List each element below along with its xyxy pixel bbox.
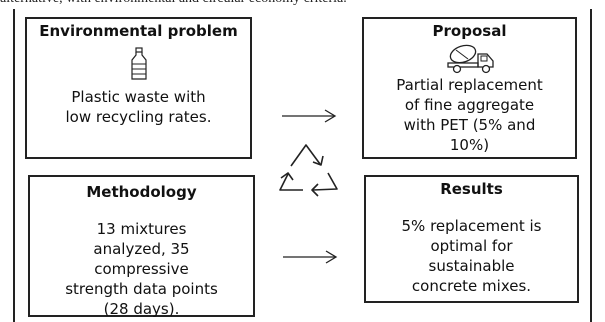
results-line-1: 5% replacement is: [401, 217, 542, 235]
environmental-problem-line-2: low recycling rates.: [65, 108, 212, 126]
concrete-mixer-truck-icon: [446, 44, 494, 74]
results-line-3: sustainable: [428, 257, 515, 275]
results-line-4: concrete mixes.: [411, 277, 532, 295]
environmental-problem-box: Environmental problem Plastic waste with…: [25, 17, 252, 159]
proposal-line-4: 10%): [449, 136, 490, 154]
proposal-title: Proposal: [432, 22, 507, 40]
environmental-problem-title: Environmental problem: [39, 22, 238, 40]
proposal-line-2: of fine aggregate: [404, 96, 535, 114]
environmental-problem-line-1: Plastic waste with: [71, 88, 206, 106]
methodology-box: Methodology 13 mixtures analyzed, 35 com…: [28, 175, 255, 318]
recycle-icon: [279, 144, 338, 197]
methodology-line-3: compressive: [94, 260, 189, 278]
results-box: Results 5% replacement is optimal for su…: [364, 175, 579, 303]
plastic-bottle-icon: [130, 47, 147, 80]
header-fragment: alternative, with environmental and circ…: [0, 0, 605, 9]
arrow-methodology-to-results: [283, 250, 338, 264]
proposal-box: Proposal Partial replacement of fine agg…: [362, 17, 577, 159]
diagram-frame: [13, 9, 592, 322]
proposal-line-3: with PET (5% and: [403, 116, 536, 134]
methodology-line-1: 13 mixtures: [96, 220, 187, 238]
methodology-title: Methodology: [86, 183, 197, 201]
proposal-line-1: Partial replacement: [396, 76, 543, 94]
results-title: Results: [440, 180, 503, 198]
results-line-2: optimal for: [430, 237, 513, 255]
methodology-line-5: (28 days).: [103, 300, 180, 318]
methodology-line-2: analyzed, 35: [93, 240, 190, 258]
methodology-line-4: strength data points: [65, 280, 218, 298]
arrow-problem-to-proposal: [282, 109, 337, 123]
